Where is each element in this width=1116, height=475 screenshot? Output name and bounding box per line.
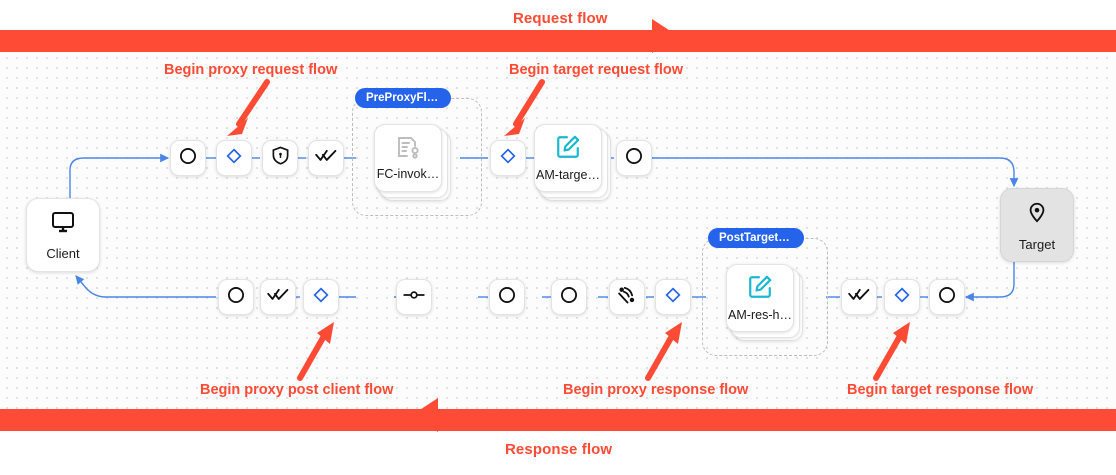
step-rq-5[interactable] [490,140,526,176]
step-rs-11[interactable] [929,279,965,315]
circle-icon [178,146,198,171]
flow-group-preproxyflowhook-tag[interactable]: PreProxyFlowH… [355,88,451,108]
diamond-icon [312,286,330,309]
policy-am-response[interactable]: AM-res-h… [726,264,794,332]
circle-icon [559,285,579,310]
step-rs-5[interactable] [489,279,525,315]
diagram-grid-background [0,51,1116,409]
step-rs-4[interactable] [396,279,432,315]
annotation-begin-proxy-response-flow: Begin proxy response flow [563,382,749,398]
step-rs-6[interactable] [551,279,587,315]
double-check-icon [848,286,870,309]
circle-icon [624,146,644,171]
step-rq-2[interactable] [216,140,252,176]
assign-message-icon [747,274,773,305]
flow-callout-icon [396,135,420,164]
diamond-icon [664,286,682,309]
policy-am-response-label: AM-res-h… [728,308,792,322]
request-flow-arrowhead [652,19,678,53]
step-rq-4[interactable] [308,140,344,176]
annotation-begin-proxy-post-client-flow: Begin proxy post client flow [200,382,394,398]
response-flow-label: Response flow [505,441,613,458]
endpoint-client-label: Client [46,245,80,261]
monitor-icon [50,210,76,239]
step-rq-6[interactable] [616,140,652,176]
response-flow-banner [0,409,1116,431]
policy-am-target-stack: AM-targe… [534,124,611,201]
assign-message-icon [555,134,581,165]
endpoint-client[interactable]: Client [26,198,100,272]
step-rs-9[interactable] [841,279,877,315]
policy-fc-invoke-label: FC-invok… [376,167,440,181]
step-rs-7[interactable] [609,279,645,315]
step-rs-2[interactable] [260,279,296,315]
step-rs-8[interactable] [655,279,691,315]
double-check-icon [315,147,337,170]
annotation-arrow-begin-target-response-flow [873,322,910,381]
diamond-icon [499,147,517,170]
endpoint-target-label: Target [1018,236,1056,252]
step-rs-10[interactable] [884,279,920,315]
circle-icon [226,285,246,310]
step-rq-1[interactable] [170,140,206,176]
policy-am-target-label: AM-targe… [536,168,600,182]
annotation-arrow-begin-proxy-response-flow [645,322,682,381]
policy-am-target[interactable]: AM-targe… [534,124,602,192]
location-pin-icon [1026,199,1048,230]
policy-am-response-stack: AM-res-h… [726,264,803,341]
step-rs-3[interactable] [303,279,339,315]
policy-fc-invoke-stack: FC-invok… [374,124,451,201]
annotation-begin-proxy-request-flow: Begin proxy request flow [164,62,338,78]
endpoint-target[interactable]: Target [1000,188,1074,262]
annotation-begin-target-request-flow: Begin target request flow [509,62,684,78]
annotation-arrow-begin-target-request-flow [504,79,545,136]
diamond-icon [225,147,243,170]
annotation-begin-target-response-flow: Begin target response flow [847,382,1034,398]
double-check-icon [267,286,289,309]
connector-node-icon [403,288,425,307]
broadcast-icon [616,284,638,311]
policy-fc-invoke[interactable]: FC-invok… [374,124,442,192]
request-flow-banner [0,30,1116,52]
circle-icon [497,285,517,310]
flow-group-posttargetflow-tag[interactable]: PostTargetFlow… [708,228,804,248]
annotation-arrow-begin-proxy-request-flow [227,79,270,136]
diamond-icon [893,286,911,309]
step-rq-3[interactable] [262,140,298,176]
annotation-arrow-begin-proxy-post-client-flow [297,322,334,381]
circle-icon [937,285,957,310]
step-rs-1[interactable] [218,279,254,315]
request-flow-label: Request flow [513,10,608,27]
shield-icon [271,145,290,171]
response-flow-arrowhead [412,398,438,432]
